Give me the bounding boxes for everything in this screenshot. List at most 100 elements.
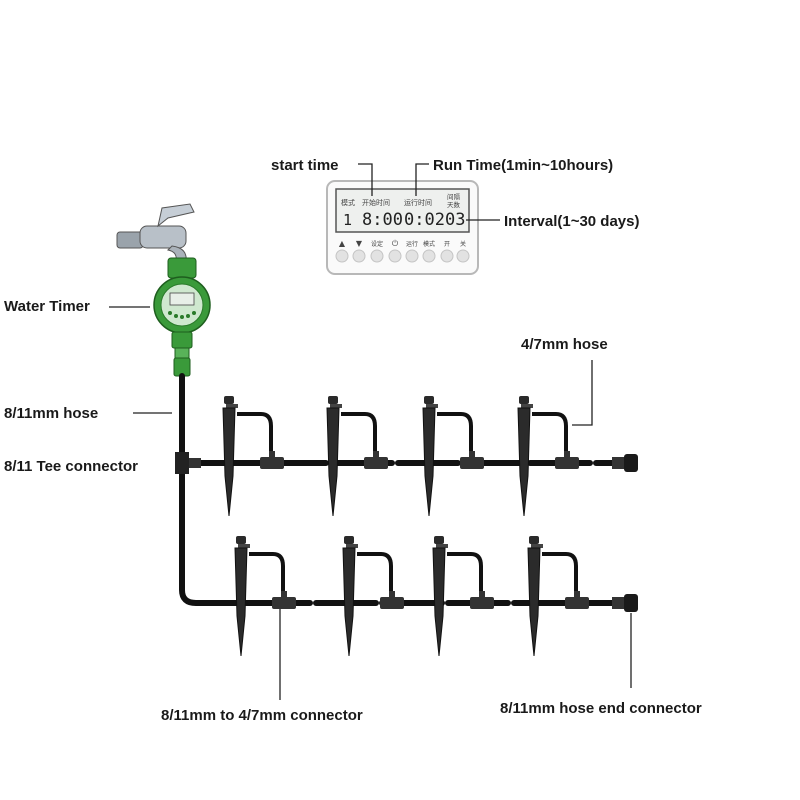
micro-hose <box>447 552 483 595</box>
dripper-cap <box>328 396 338 404</box>
lcd-header-start: 开始时间 <box>362 198 390 207</box>
tee-outlet <box>189 458 201 468</box>
lcd-header-mode: 模式 <box>341 198 355 207</box>
dripper-cap <box>224 396 234 404</box>
upper-end-connector <box>624 454 638 472</box>
dripper-cap <box>236 536 246 544</box>
inline-connector <box>555 457 579 469</box>
inline-connector-outlet <box>389 591 395 599</box>
label-hose-end-connector: 8/11mm hose end connector <box>500 700 702 717</box>
inline-connector-outlet <box>281 591 287 599</box>
start-time-leader <box>358 163 373 196</box>
label-hose-4-7: 4/7mm hose <box>521 336 608 353</box>
lcd-run-value: 0:02 <box>404 210 445 230</box>
dripper-assembly <box>222 396 284 517</box>
inline-connector <box>272 597 296 609</box>
label-tee-connector: 8/11 Tee connector <box>4 458 138 475</box>
inline-connector-outlet <box>269 451 275 459</box>
dripper-nozzle <box>330 404 342 408</box>
label-interval: Interval(1~30 days) <box>504 213 640 230</box>
timer-thread-1 <box>174 347 190 359</box>
upper-end-collar <box>612 457 626 469</box>
button-caption-power: ⏻ <box>392 239 399 248</box>
timer-keys <box>168 311 196 319</box>
inline-connector <box>260 457 284 469</box>
inline-connector <box>460 457 484 469</box>
button-caption-on: 开 <box>444 241 450 248</box>
lcd-mode-value: 1 <box>343 211 352 229</box>
dripper-assembly <box>422 396 484 517</box>
label-water-timer: Water Timer <box>4 298 90 315</box>
micro-hose <box>341 412 377 455</box>
water-timer <box>153 257 211 377</box>
hose-4-7-leader <box>572 360 593 426</box>
dripper-assembly <box>527 536 589 657</box>
dripper-nozzle <box>426 404 438 408</box>
dripper-cap <box>344 536 354 544</box>
dripper-stake <box>517 407 531 517</box>
button-caption-off: 关 <box>460 240 466 248</box>
timer-lower-coupling <box>171 331 193 349</box>
dripper-cap <box>434 536 444 544</box>
button-caption-set: 设定 <box>371 240 383 248</box>
faucet <box>116 203 195 263</box>
micro-hose <box>532 412 568 455</box>
micro-hose <box>237 412 273 455</box>
drippers <box>222 396 589 657</box>
timer-screen <box>169 292 195 306</box>
main-hose-lower-bend <box>179 471 253 606</box>
micro-hose <box>249 552 285 595</box>
timer-button-up <box>335 249 349 263</box>
dripper-stake <box>422 407 436 517</box>
button-caption-run: 运行 <box>406 240 418 248</box>
inline-connector-outlet <box>469 451 475 459</box>
lower-end-collar <box>612 597 626 609</box>
end-connectors <box>612 454 638 612</box>
dripper-nozzle <box>436 544 448 548</box>
dripper-assembly <box>326 396 388 517</box>
dripper-assembly <box>234 536 296 657</box>
inline-connector-outlet <box>373 451 379 459</box>
button-caption-up: ▲ <box>339 239 346 248</box>
dripper-nozzle <box>226 404 238 408</box>
faucet-body <box>139 225 187 249</box>
lcd-header-interval-1: 间隔 <box>447 192 461 201</box>
timer-button-set <box>370 249 384 263</box>
button-caption-mode: 模式 <box>423 240 435 248</box>
inline-connector <box>380 597 404 609</box>
dripper-stake <box>234 547 248 657</box>
run-time-leader <box>415 163 429 196</box>
timer-button-power <box>388 249 402 263</box>
inline-connector <box>364 457 388 469</box>
micro-hose <box>357 552 393 595</box>
inline-connector-outlet <box>564 451 570 459</box>
label-hose-8-11: 8/11mm hose <box>4 405 98 422</box>
label-run-time: Run Time(1min~10hours) <box>433 157 613 174</box>
tee-body <box>175 452 189 474</box>
button-caption-down: ▼ <box>356 239 363 248</box>
timer-button-mode <box>422 249 436 263</box>
lcd-interval-value: 03 <box>445 210 465 230</box>
inline-connector-outlet <box>574 591 580 599</box>
dripper-nozzle <box>346 544 358 548</box>
micro-hose <box>542 552 578 595</box>
panel-leader-lines <box>358 163 500 221</box>
dripper-assembly <box>432 536 494 657</box>
tee-connector <box>175 452 201 474</box>
dripper-cap <box>529 536 539 544</box>
label-connector-8-11-to-4-7: 8/11mm to 4/7mm connector <box>161 707 363 724</box>
lcd-header-interval-2: 天数 <box>447 200 461 209</box>
dripper-nozzle <box>521 404 533 408</box>
timer-display-panel: 模式 开始时间 运行时间 间隔 天数 1 8:00 0:02 03 ▲ ▼ 设定… <box>326 180 479 275</box>
dripper-stake <box>222 407 236 517</box>
lcd-header-run: 运行时间 <box>404 198 432 207</box>
dripper-nozzle <box>238 544 250 548</box>
inline-connector-outlet <box>479 591 485 599</box>
dripper-stake <box>342 547 356 657</box>
faucet-wall-mount <box>116 231 144 249</box>
dripper-assembly <box>342 536 404 657</box>
dripper-stake <box>432 547 446 657</box>
dripper-assembly <box>517 396 579 517</box>
dripper-stake <box>527 547 541 657</box>
